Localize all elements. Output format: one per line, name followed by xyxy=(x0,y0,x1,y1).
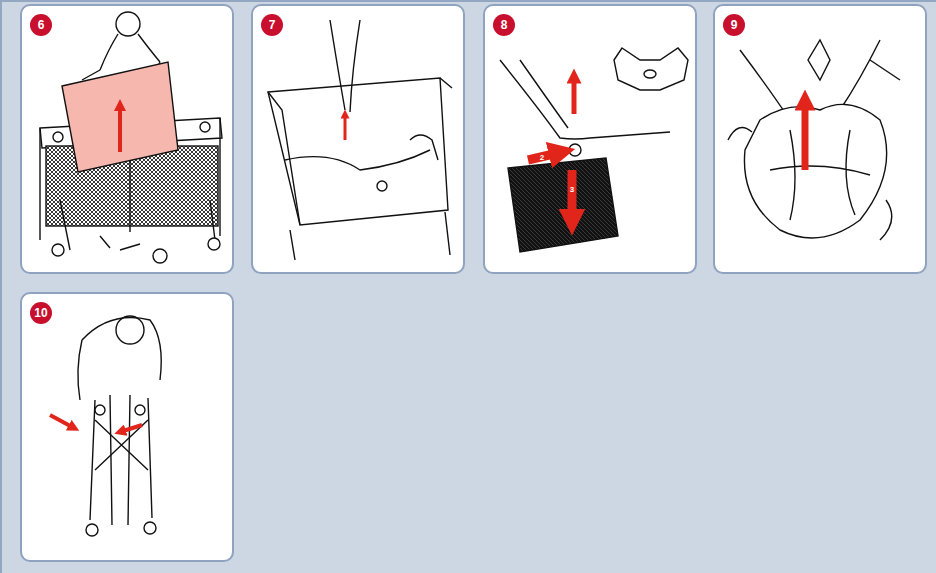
step-number: 8 xyxy=(493,14,515,36)
folding-frame-illustration xyxy=(78,316,161,536)
down-arrow xyxy=(568,170,577,222)
up-arrow xyxy=(802,100,809,170)
frame-base-illustration xyxy=(268,20,452,260)
sequence-number: 3 xyxy=(567,185,577,194)
push-arrow xyxy=(528,152,562,160)
step-panel: 9 xyxy=(713,4,927,274)
playpen-illustration xyxy=(40,12,222,263)
up-arrow xyxy=(572,76,577,114)
step-panel: 8 xyxy=(483,4,697,274)
step-panel: 10 xyxy=(20,292,234,562)
release-button-illustration xyxy=(500,48,688,252)
pull-arrow xyxy=(344,114,347,140)
step-number: 9 xyxy=(723,14,745,36)
folding-bundle-illustration xyxy=(728,40,900,240)
sequence-number: 2 xyxy=(537,153,547,162)
fold-arrow xyxy=(50,415,74,428)
step-number: 10 xyxy=(30,302,52,324)
step-number: 7 xyxy=(261,14,283,36)
step-panel: 7 xyxy=(251,4,465,274)
step-number: 6 xyxy=(30,14,52,36)
fold-arrow xyxy=(120,425,142,432)
step-panel: 6 xyxy=(20,4,234,274)
lift-arrow xyxy=(118,105,122,152)
